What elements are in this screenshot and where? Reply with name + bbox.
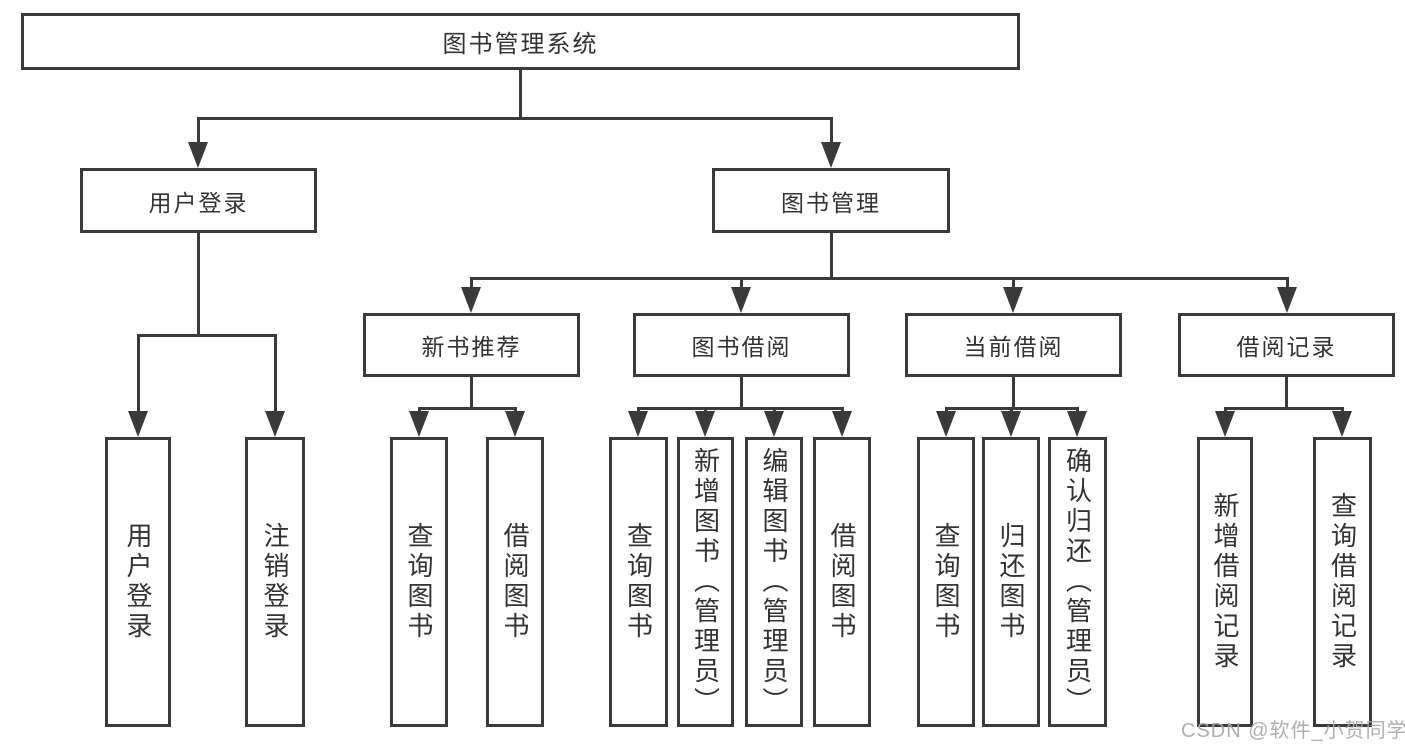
arrow-down-icon [1277,287,1297,313]
arrow-down-icon [188,142,208,168]
node-root: 图书管理系统 [21,13,1020,70]
connector-line [739,377,743,408]
connector-line [469,377,473,408]
arrow-down-icon [1332,411,1352,437]
connector-line [417,406,517,410]
connector-line [739,278,743,293]
arrow-down-icon [128,411,148,437]
watermark: CSDN @软件_小贺同学 [1181,720,1405,742]
node-book-borrowing: 图书借阅 [633,313,850,377]
arrow-down-icon [1215,411,1235,437]
arrow-down-icon [1067,411,1087,437]
connector-line [196,118,200,148]
leaf-record-query: 查询借阅记录 [1313,437,1372,727]
leaf-user-login: 用户登录 [105,437,171,727]
leaf-current-query: 查询图书 [917,437,975,727]
node-user-login: 用户登录 [80,168,317,233]
connector-line [136,335,140,417]
connector-line [196,116,833,120]
arrow-down-icon [1003,287,1023,313]
leaf-current-return: 归还图书 [982,437,1040,727]
connector-line [273,335,277,417]
arrow-down-icon [731,287,751,313]
connector-line [636,406,844,410]
leaf-newbook-query: 查询图书 [390,437,448,727]
node-borrowing-records: 借阅记录 [1178,313,1395,377]
connector-line [196,233,200,335]
arrow-down-icon [1001,411,1021,437]
arrow-down-icon [265,411,285,437]
connector-line [1285,278,1289,293]
connector-line [1284,377,1288,408]
leaf-current-confirm: 确认归还（管理员） [1048,437,1107,727]
arrow-down-icon [505,411,525,437]
arrow-down-icon [821,142,841,168]
leaf-borrow-query: 查询图书 [609,437,668,727]
leaf-borrow-borrow: 借阅图书 [813,437,871,727]
leaf-record-add: 新增借阅记录 [1197,437,1253,727]
connector-line [1011,377,1015,408]
connector-line [136,333,277,337]
leaf-logout: 注销登录 [245,437,305,727]
connector-line [1223,406,1344,410]
connector-line [1011,278,1015,293]
leaf-borrow-edit: 编辑图书（管理员） [745,437,803,727]
connector-line [469,278,473,293]
arrow-down-icon [936,411,956,437]
node-new-book-recommend: 新书推荐 [363,313,580,377]
arrow-down-icon [409,411,429,437]
connector-line [829,118,833,148]
arrow-down-icon [764,411,784,437]
arrow-down-icon [461,287,481,313]
connector-line [469,276,1289,280]
arrow-down-icon [695,411,715,437]
node-current-borrowing: 当前借阅 [905,313,1122,377]
leaf-borrow-add: 新增图书（管理员） [677,437,734,727]
node-book-management: 图书管理 [712,168,950,233]
connector-line [518,70,522,118]
connector-line [829,233,833,278]
leaf-newbook-borrow: 借阅图书 [486,437,544,727]
arrow-down-icon [628,411,648,437]
arrow-down-icon [832,411,852,437]
